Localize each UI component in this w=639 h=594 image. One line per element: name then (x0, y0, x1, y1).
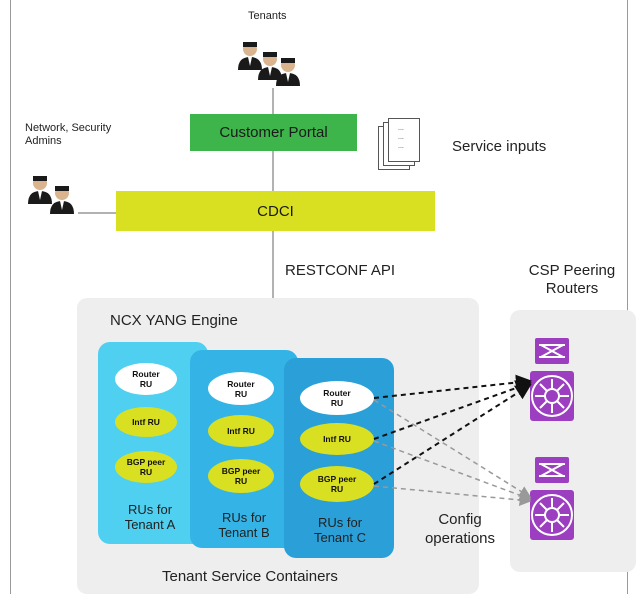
admins-people-icon (24, 172, 82, 218)
intf-ru-arrow-2 (373, 440, 532, 501)
person-icon (238, 42, 300, 86)
tenant-c-label: RUs for Tenant C (313, 515, 367, 545)
restconf-api-label: RESTCONF API (285, 262, 396, 279)
ncx-yang-engine-label: NCX YANG Engine (110, 312, 238, 329)
bgp-ru-arrow-2 (373, 485, 532, 506)
tenant-b-router-ru: Router RU (208, 372, 274, 405)
tenant-a-router-ru: Router RU (115, 363, 177, 395)
tenant-b-label: RUs for Tenant B (218, 510, 270, 540)
tenant-b-bgp-peer-ru: BGP peer RU (208, 459, 274, 493)
tenants-label: Tenants (248, 10, 287, 22)
router-icon (530, 457, 574, 540)
bgp-ru-arrow (373, 383, 532, 485)
tenant-c-bgp-peer-ru: BGP peer RU (300, 466, 374, 502)
tenant-a-intf-ru: Intf RU (115, 407, 177, 437)
router-icon (530, 338, 574, 421)
customer-portal-label: Customer Portal (219, 124, 328, 141)
diagram-frame (10, 0, 628, 594)
cdci-box: CDCI (116, 191, 435, 231)
tenant-a-label: RUs for Tenant A (124, 502, 176, 532)
tenant-c-router-ru: Router RU (300, 381, 374, 415)
router-ru-arrow (373, 374, 532, 399)
tenant-b-intf-ru: Intf RU (208, 415, 274, 447)
document-lines: ... ... ... (398, 125, 404, 150)
tenant-a-bgp-peer-ru: BGP peer RU (115, 451, 177, 483)
intf-ru-arrow (373, 380, 532, 440)
csp-peering-label: CSP Peering Routers (528, 262, 616, 297)
tenants-people-icon (234, 36, 300, 88)
tenant-c-intf-ru: Intf RU (300, 423, 374, 455)
cdci-label: CDCI (257, 202, 294, 220)
document-stack-icon: ... ... ... (378, 118, 420, 172)
admins-label: Network, Security Admins (25, 122, 112, 147)
config-operations-label: Config operations (424, 511, 496, 547)
person-icon (28, 176, 74, 214)
customer-portal-box: Customer Portal (190, 114, 357, 151)
service-inputs-label: Service inputs (452, 138, 547, 155)
router-ru-arrow-2 (373, 399, 532, 498)
tenant-service-containers-label: Tenant Service Containers (162, 568, 338, 585)
